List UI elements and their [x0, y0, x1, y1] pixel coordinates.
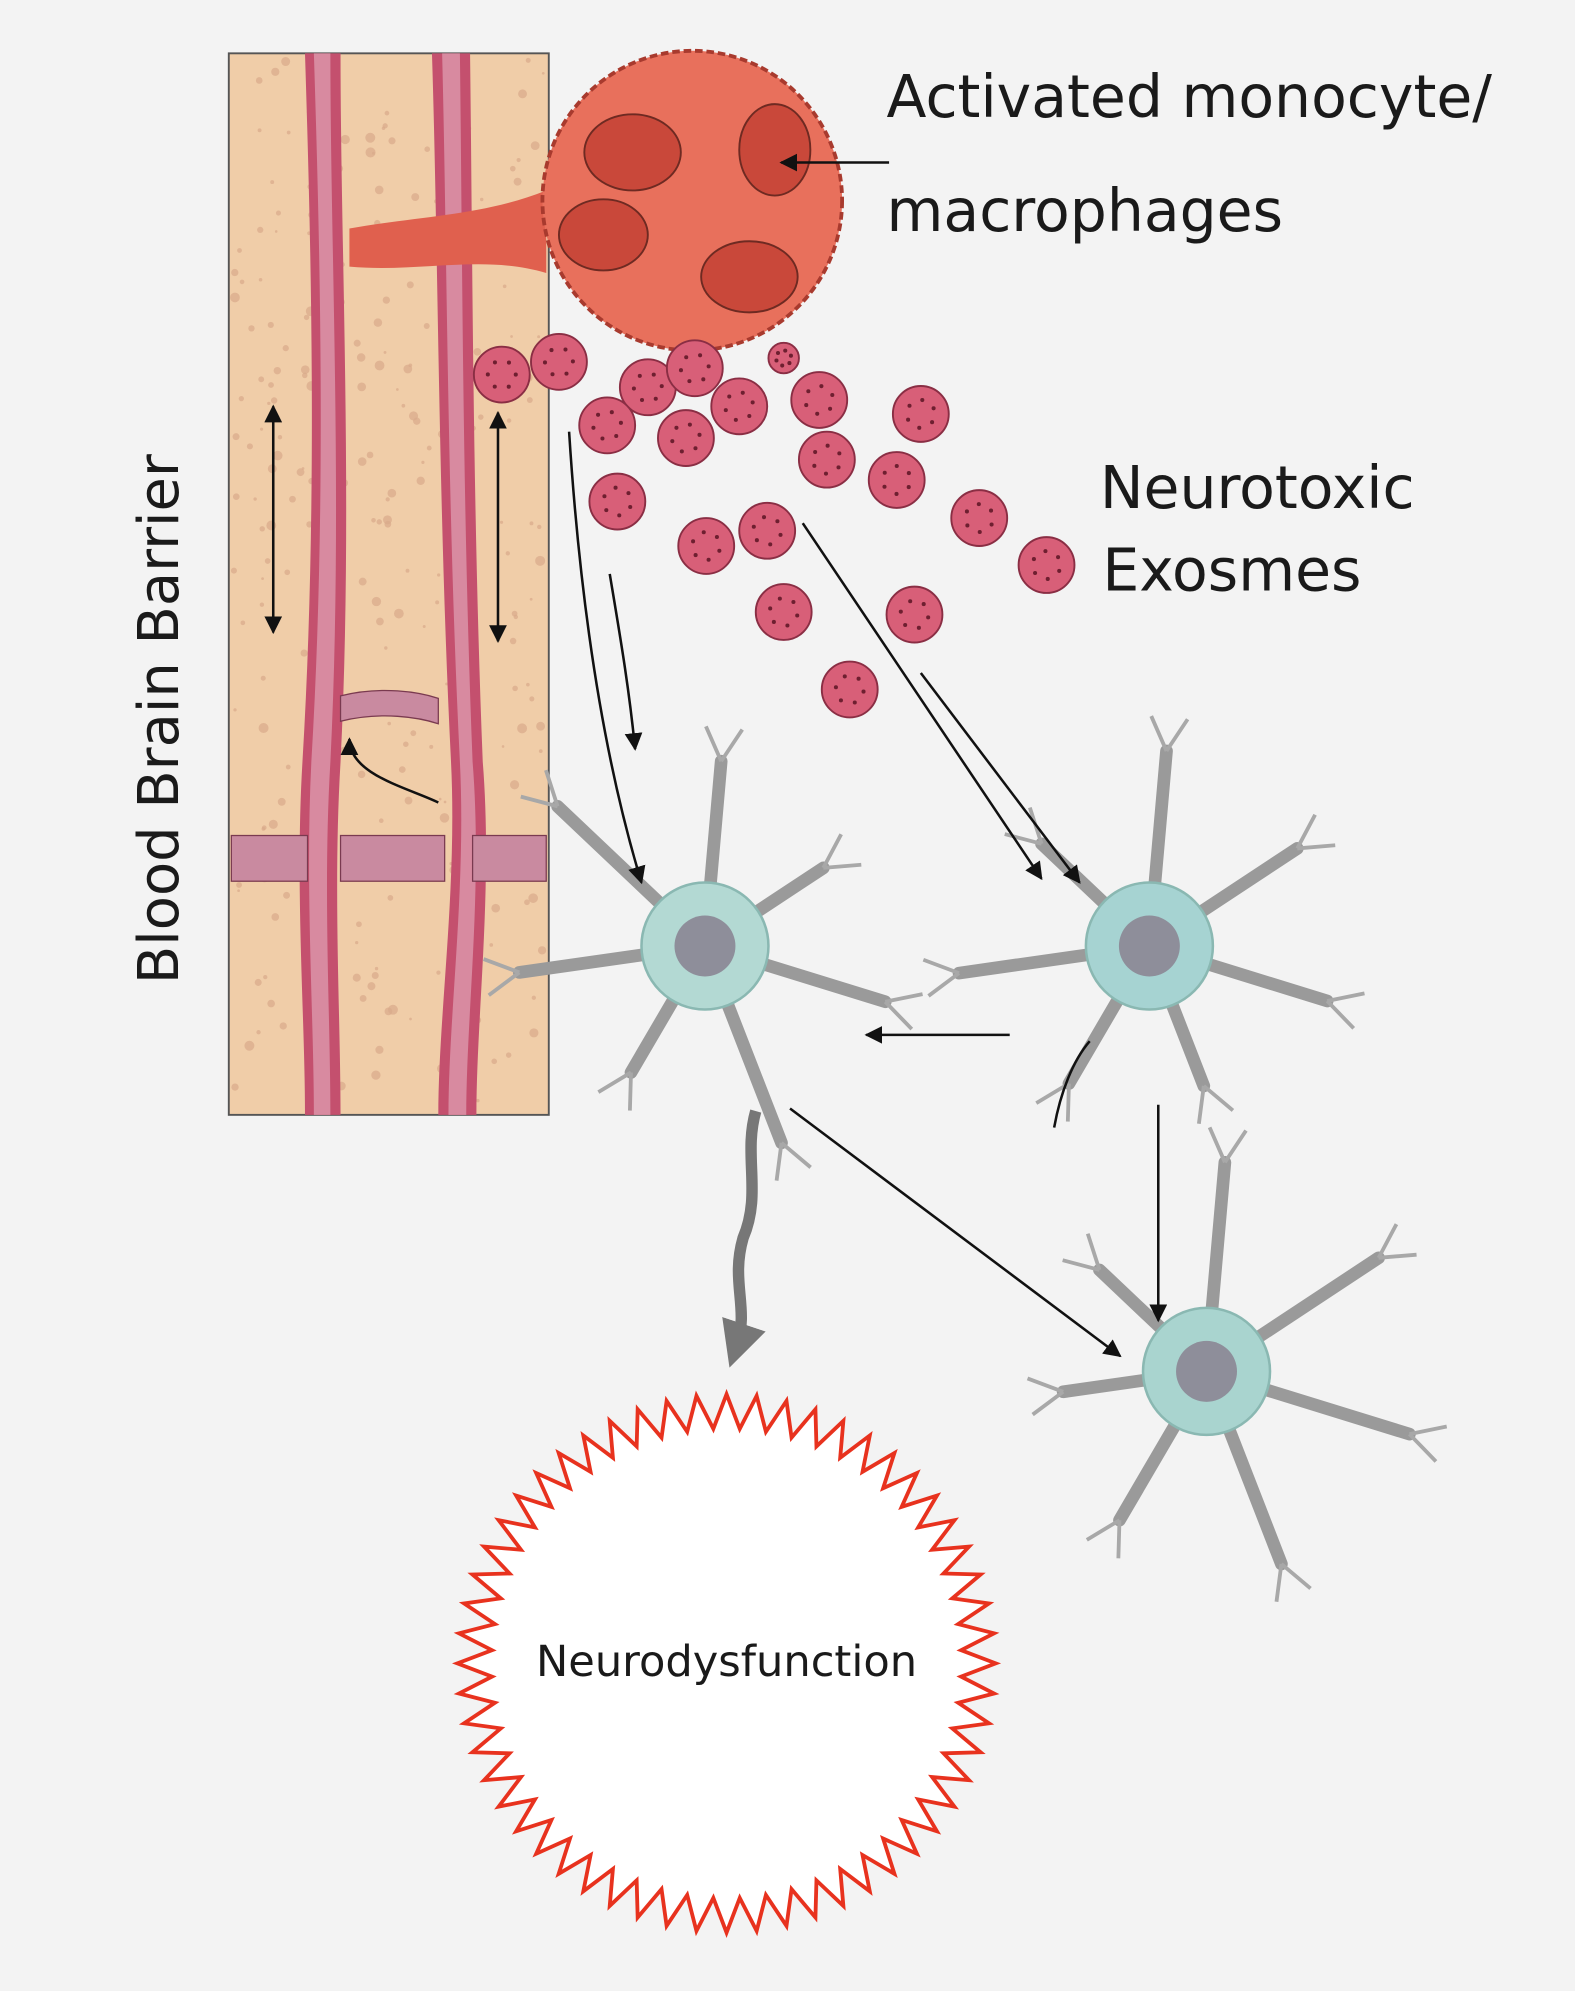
exosome	[677, 517, 736, 575]
exosome	[891, 385, 950, 443]
neurodysfunction-label: Neurodysfunction	[536, 1637, 917, 1687]
neuron	[922, 715, 1365, 1124]
exosome	[578, 396, 637, 455]
exosome	[885, 585, 944, 644]
exosome	[754, 583, 813, 641]
nucleus	[1118, 915, 1180, 977]
exosome	[820, 660, 879, 719]
neuron	[482, 725, 923, 1181]
exosome	[867, 451, 926, 509]
exosome-label-line1: Neurotoxic	[1100, 454, 1415, 522]
exosome-label-line2: Exosmes	[1102, 536, 1361, 604]
monocyte-label-line2: macrophages	[887, 177, 1283, 245]
exosome	[1017, 536, 1076, 594]
bbb-label: Blood Brain Barrier	[127, 454, 192, 984]
exosome-cluster	[472, 332, 1076, 719]
exosome	[790, 371, 849, 429]
exosome	[950, 489, 1009, 547]
exosome	[797, 430, 856, 489]
nucleus	[674, 915, 736, 977]
exosome	[657, 409, 715, 467]
exosome	[710, 377, 769, 436]
exosome	[767, 341, 800, 375]
neurodysfunction-burst	[452, 1388, 1002, 1938]
exosome	[618, 358, 677, 417]
activated-monocyte	[349, 48, 845, 353]
exosome	[588, 472, 647, 531]
pathway-arrows	[567, 431, 1168, 1368]
exosome	[738, 501, 797, 560]
neuron	[1026, 1126, 1448, 1602]
exosome	[530, 332, 588, 391]
monocyte-label-line1: Activated monocyte/	[887, 63, 1493, 131]
exosome	[472, 345, 531, 404]
nucleus	[1176, 1340, 1237, 1402]
exosome	[665, 339, 724, 398]
